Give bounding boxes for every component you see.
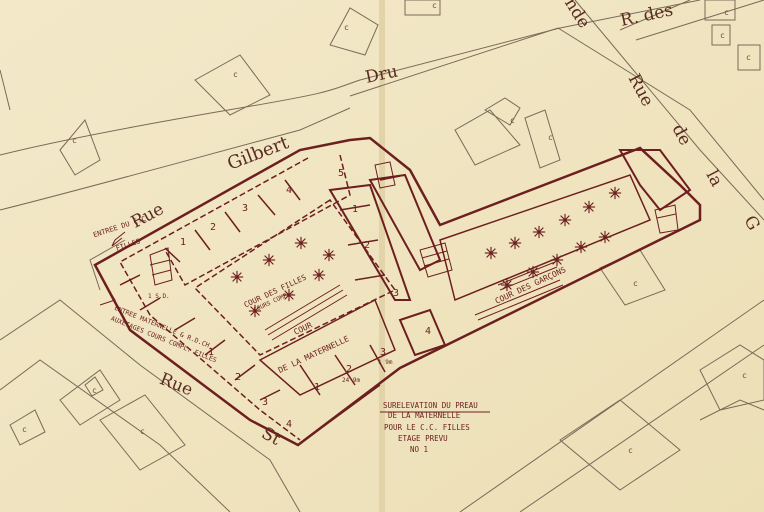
room-numbers-maternelle: 1 2 3 <box>314 347 386 393</box>
parcel-c-marks: c c c c c c c c c c c c c c c <box>22 1 751 455</box>
svg-text:c: c <box>233 70 238 79</box>
svg-text:c: c <box>628 446 633 455</box>
svg-text:ETAGE PREVU: ETAGE PREVU <box>398 434 448 443</box>
svg-text:24 9m: 24 9m <box>342 377 360 384</box>
svg-text:c: c <box>344 23 349 32</box>
svg-text:2: 2 <box>346 364 352 375</box>
svg-text:5: 5 <box>338 168 344 179</box>
neighbouring-parcels <box>0 0 764 491</box>
room-numbers-center: 1 2 3 4 <box>352 204 431 337</box>
svg-text:c: c <box>548 133 553 142</box>
svg-text:c: c <box>633 279 638 288</box>
svg-text:c: c <box>22 425 27 434</box>
svg-text:2: 2 <box>235 372 241 383</box>
svg-text:c: c <box>510 116 515 125</box>
svg-text:3: 3 <box>262 397 268 408</box>
svg-text:4: 4 <box>425 326 431 337</box>
school-building-outline <box>93 136 702 447</box>
svg-text:1: 1 <box>314 382 320 393</box>
svg-text:4: 4 <box>286 419 292 430</box>
svg-text:c: c <box>92 386 97 395</box>
svg-text:2: 2 <box>364 240 370 251</box>
svg-text:DE LA MATERNELLE: DE LA MATERNELLE <box>388 411 461 420</box>
svg-text:1: 1 <box>180 237 186 248</box>
svg-text:4: 4 <box>286 185 292 196</box>
room-numbers-north: 1 2 3 4 5 <box>180 168 344 248</box>
svg-text:1 9m: 1 9m <box>378 359 393 366</box>
svg-text:3: 3 <box>393 288 399 299</box>
svg-text:c: c <box>742 371 747 380</box>
svg-text:3: 3 <box>380 347 386 358</box>
svg-text:c: c <box>72 136 77 145</box>
svg-text:POUR LE C.C. FILLES: POUR LE C.C. FILLES <box>384 423 470 432</box>
svg-text:3: 3 <box>242 203 248 214</box>
svg-text:c: c <box>724 8 729 17</box>
surelevation-note: SURELEVATION DU PREAU DE LA MATERNELLE P… <box>383 401 478 454</box>
svg-text:SURELEVATION DU PREAU: SURELEVATION DU PREAU <box>383 401 478 410</box>
room-numbers-small: 1 S.D. 24 9m 1 9m <box>148 293 393 384</box>
svg-text:1: 1 <box>208 347 214 358</box>
svg-text:c: c <box>432 1 437 10</box>
svg-text:2: 2 <box>210 222 216 233</box>
svg-text:NO 1: NO 1 <box>410 445 428 454</box>
svg-text:c: c <box>140 427 145 436</box>
room-numbers-south: 1 2 3 4 <box>208 347 292 430</box>
svg-text:c: c <box>746 53 751 62</box>
svg-text:c: c <box>720 31 725 40</box>
svg-text:1: 1 <box>352 204 358 215</box>
svg-text:1 S.D.: 1 S.D. <box>148 293 170 300</box>
